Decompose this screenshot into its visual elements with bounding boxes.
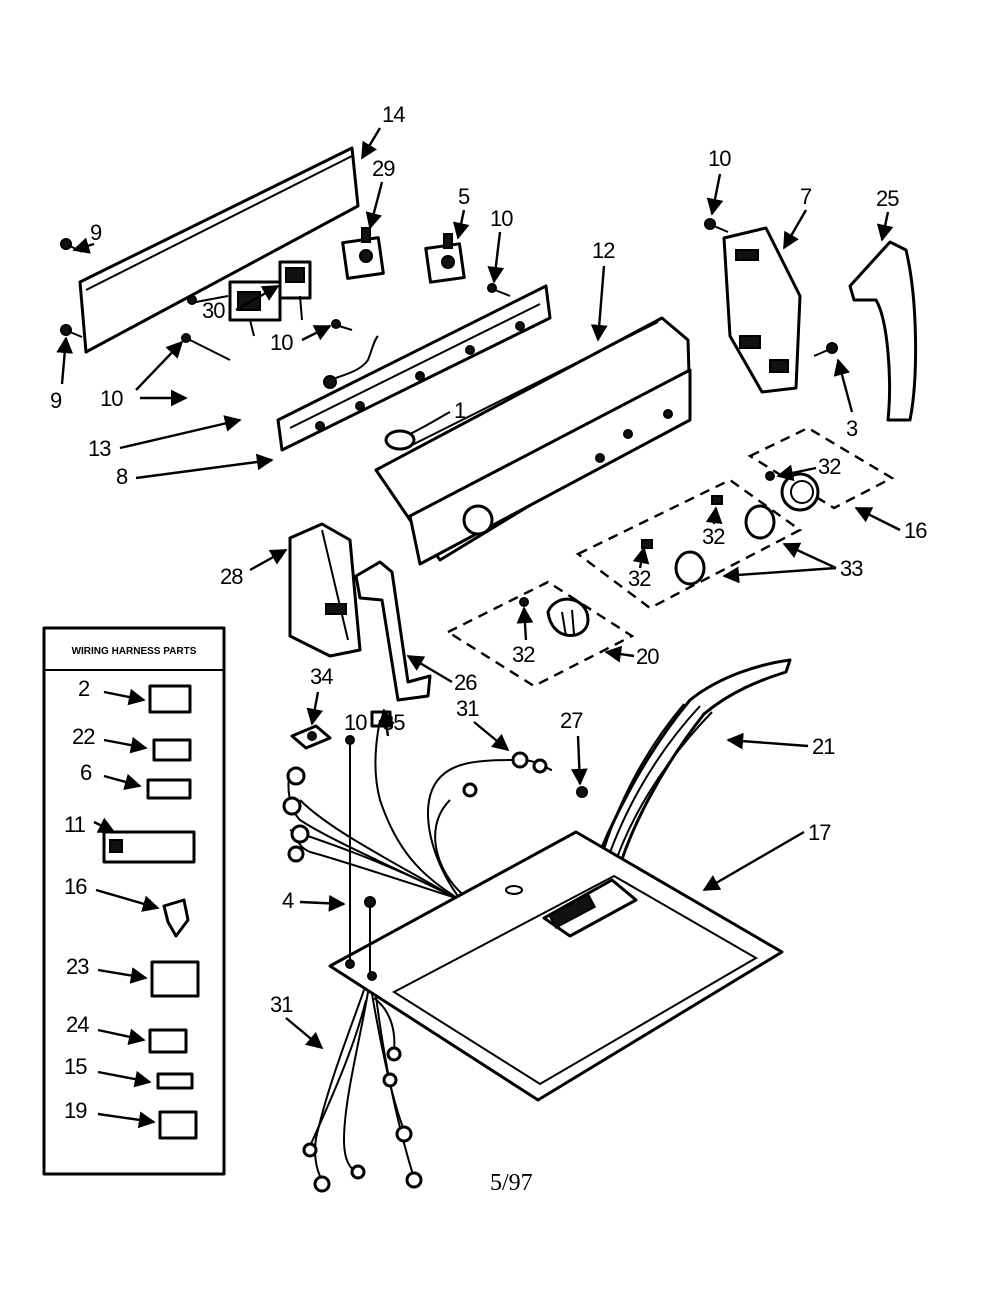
top-cover-part	[328, 830, 784, 1102]
legend-item: 6	[80, 760, 192, 800]
callout-10-a: 10	[490, 206, 513, 231]
callout-16: 16	[904, 518, 927, 543]
callout-1: 1	[454, 398, 466, 423]
switch-part-29	[341, 227, 385, 280]
callout-32-c: 32	[628, 566, 651, 591]
wiring-harness-part-31-upper	[282, 719, 553, 915]
callout-5: 5	[458, 184, 470, 209]
legend-title: WIRING HARNESS PARTS	[72, 646, 197, 657]
legend-item: 15	[64, 1054, 194, 1090]
knob-group-33	[575, 478, 803, 610]
date-code: 5/97	[490, 1170, 533, 1196]
legend-item: 24	[66, 1012, 188, 1054]
legend-item: 19	[64, 1098, 198, 1140]
wire-connector	[323, 375, 337, 389]
screw-part-10-lower-left	[187, 295, 229, 305]
callout-14: 14	[382, 102, 405, 127]
screw-part-9-upper	[60, 238, 83, 253]
svg-text:6: 6	[80, 760, 92, 785]
callout-28: 28	[220, 564, 243, 589]
screw-part-27	[576, 786, 588, 798]
callout-31-a: 31	[456, 696, 479, 721]
svg-text:2: 2	[78, 676, 90, 701]
callout-31-b: 31	[270, 992, 293, 1017]
svg-text:23: 23	[66, 954, 89, 979]
svg-text:22: 22	[72, 724, 95, 749]
callout-13: 13	[88, 436, 111, 461]
callout-17: 17	[808, 820, 831, 845]
callout-30: 30	[202, 298, 225, 323]
screw-part-10-lower	[345, 735, 355, 745]
legend-item: 23	[66, 954, 200, 998]
switch-wire	[329, 335, 379, 381]
panel-bracket-part	[276, 284, 552, 452]
callout-29: 29	[372, 156, 395, 181]
screw-part-4	[364, 896, 376, 908]
end-cap-part-28	[288, 522, 362, 658]
callout-8: 8	[116, 464, 128, 489]
svg-text:16: 16	[64, 874, 87, 899]
svg-text:15: 15	[64, 1054, 87, 1079]
harness-clip-part-34	[290, 724, 332, 750]
callout-10-b: 10	[708, 146, 731, 171]
callout-32-d: 32	[512, 642, 535, 667]
wiring-harness-part-31-lower	[302, 989, 423, 1193]
callout-12: 12	[592, 238, 615, 263]
knob-group-16	[747, 426, 895, 512]
callout-34: 34	[310, 664, 333, 689]
callout-32-b: 32	[702, 524, 725, 549]
end-cap-part-26	[354, 560, 432, 702]
screw-part-10-middle	[331, 319, 353, 331]
wiring-harness-part-21	[590, 658, 792, 874]
callout-7: 7	[800, 184, 812, 209]
svg-text:11: 11	[64, 812, 86, 837]
screw-part-10-switch	[487, 283, 511, 297]
knob-group-20	[445, 580, 635, 688]
callout-33: 33	[840, 556, 863, 581]
end-cap-part-7	[722, 226, 802, 394]
legend-box: WIRING HARNESS PARTS 2 22 6 11 16	[42, 626, 226, 1176]
end-cap-part-25	[848, 240, 918, 422]
push-button-part-1	[384, 411, 451, 451]
callout-27: 27	[560, 708, 583, 733]
rear-panel-part	[78, 146, 360, 354]
screw-part-9-lower	[60, 324, 83, 338]
callout-9-a: 9	[90, 220, 102, 245]
callout-21: 21	[812, 734, 835, 759]
switch-part-5	[424, 233, 466, 284]
callout-26: 26	[454, 670, 477, 695]
switch-part-30	[278, 260, 312, 321]
callout-10-e: 10	[344, 710, 367, 735]
callout-32-a: 32	[818, 454, 841, 479]
callout-25: 25	[876, 186, 899, 211]
screw-part-3	[813, 342, 838, 357]
callout-9-b: 9	[50, 388, 62, 413]
screw-part-10-top-right	[704, 218, 729, 233]
callout-3: 3	[846, 416, 858, 441]
svg-text:24: 24	[66, 1012, 89, 1037]
callout-20: 20	[636, 644, 659, 669]
legend-item: 11	[64, 812, 196, 864]
callout-4: 4	[282, 888, 294, 913]
legend-item: 2	[78, 676, 192, 714]
legend-item: 22	[72, 724, 192, 762]
callout-10-c: 10	[270, 330, 293, 355]
console-housing-part	[374, 316, 692, 566]
legend-item: 16	[64, 874, 190, 938]
svg-text:19: 19	[64, 1098, 87, 1123]
screw-part-10-upper-left	[181, 333, 231, 361]
callout-10-d: 10	[100, 386, 123, 411]
